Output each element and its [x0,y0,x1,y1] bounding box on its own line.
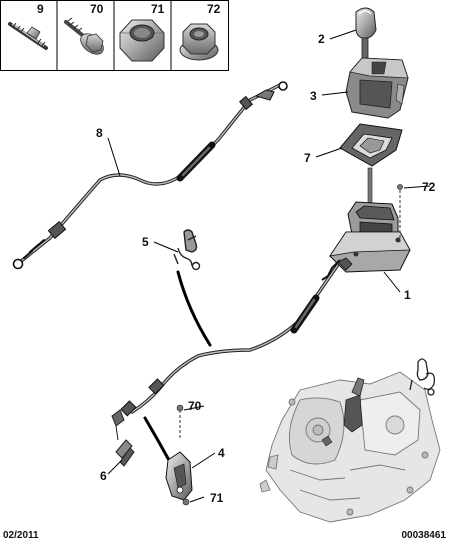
engagement-cable [120,260,342,417]
callout-1: 1 [404,288,411,302]
routing-guide-lines [143,270,212,464]
parts-header-number-9: 9 [37,2,44,16]
callout-71: 71 [210,491,224,505]
gear-shift-control-unit [321,167,411,281]
fixing-screw-70-marker [176,404,184,412]
leader-lines [107,29,431,503]
gear-lever-gaiter [345,57,409,119]
callout-numbers: 1 2 3 4 5 6 7 8 70 71 72 [96,32,436,505]
gearbox-selector-lever [321,377,365,447]
callout-4: 4 [218,446,225,460]
footer-date: 02/2011 [3,530,39,541]
stud-bolt-icon [8,22,48,50]
parts-header-number-72: 72 [207,2,221,16]
callout-2: 2 [318,32,325,46]
gearbox-housing [259,371,441,523]
gear-lever-seal [339,123,403,167]
flange-screw-icon [64,17,104,55]
selector-cable [12,81,288,270]
fixing-nut-71-marker [182,498,190,506]
callout-5: 5 [142,235,149,249]
cable-clip-6 [111,409,135,467]
gearbox-lever-bracket [165,451,193,501]
callout-6: 6 [100,469,107,483]
parts-header-number-71: 71 [151,2,165,16]
callout-3: 3 [310,89,317,103]
cable-clip-5 [173,229,201,271]
parts-header: 9 70 71 72 [0,0,229,71]
callout-8: 8 [96,126,103,140]
parts-header-number-70: 70 [90,2,104,16]
flange-nut-icon [179,23,219,61]
gear-knob [355,7,377,59]
callout-72: 72 [422,180,436,194]
gearbox-cable-clip [409,358,435,396]
fixing-nut-72-marker [397,184,403,190]
hex-nut-icon [119,19,165,62]
callout-7: 7 [304,151,311,165]
footer-reference: 00038461 [401,530,447,541]
callout-70: 70 [188,399,202,413]
